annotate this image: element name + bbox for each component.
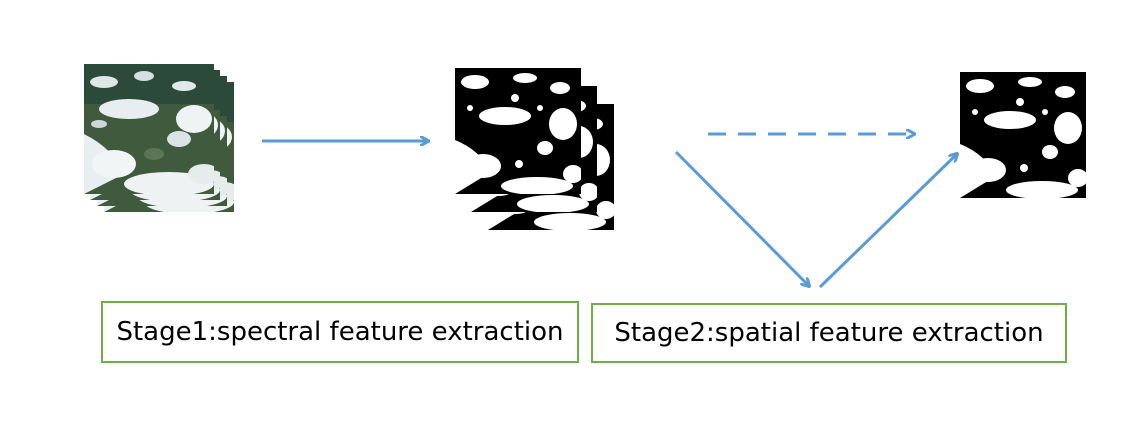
arrow-stage2-up — [818, 154, 957, 289]
stage1-label-box: Stage1:spectral feature extraction — [101, 301, 579, 363]
stage2-label: Stage2:spatial feature extraction — [614, 318, 1044, 348]
stage1-label: Stage1:spectral feature extraction — [116, 317, 564, 347]
arrow-stage2-down — [674, 150, 809, 286]
stage2-label-box: Stage2:spatial feature extraction — [591, 303, 1067, 363]
spectral-mask-stack — [455, 68, 616, 231]
final-output-mask — [960, 72, 1088, 199]
input-image-stack — [84, 64, 240, 214]
